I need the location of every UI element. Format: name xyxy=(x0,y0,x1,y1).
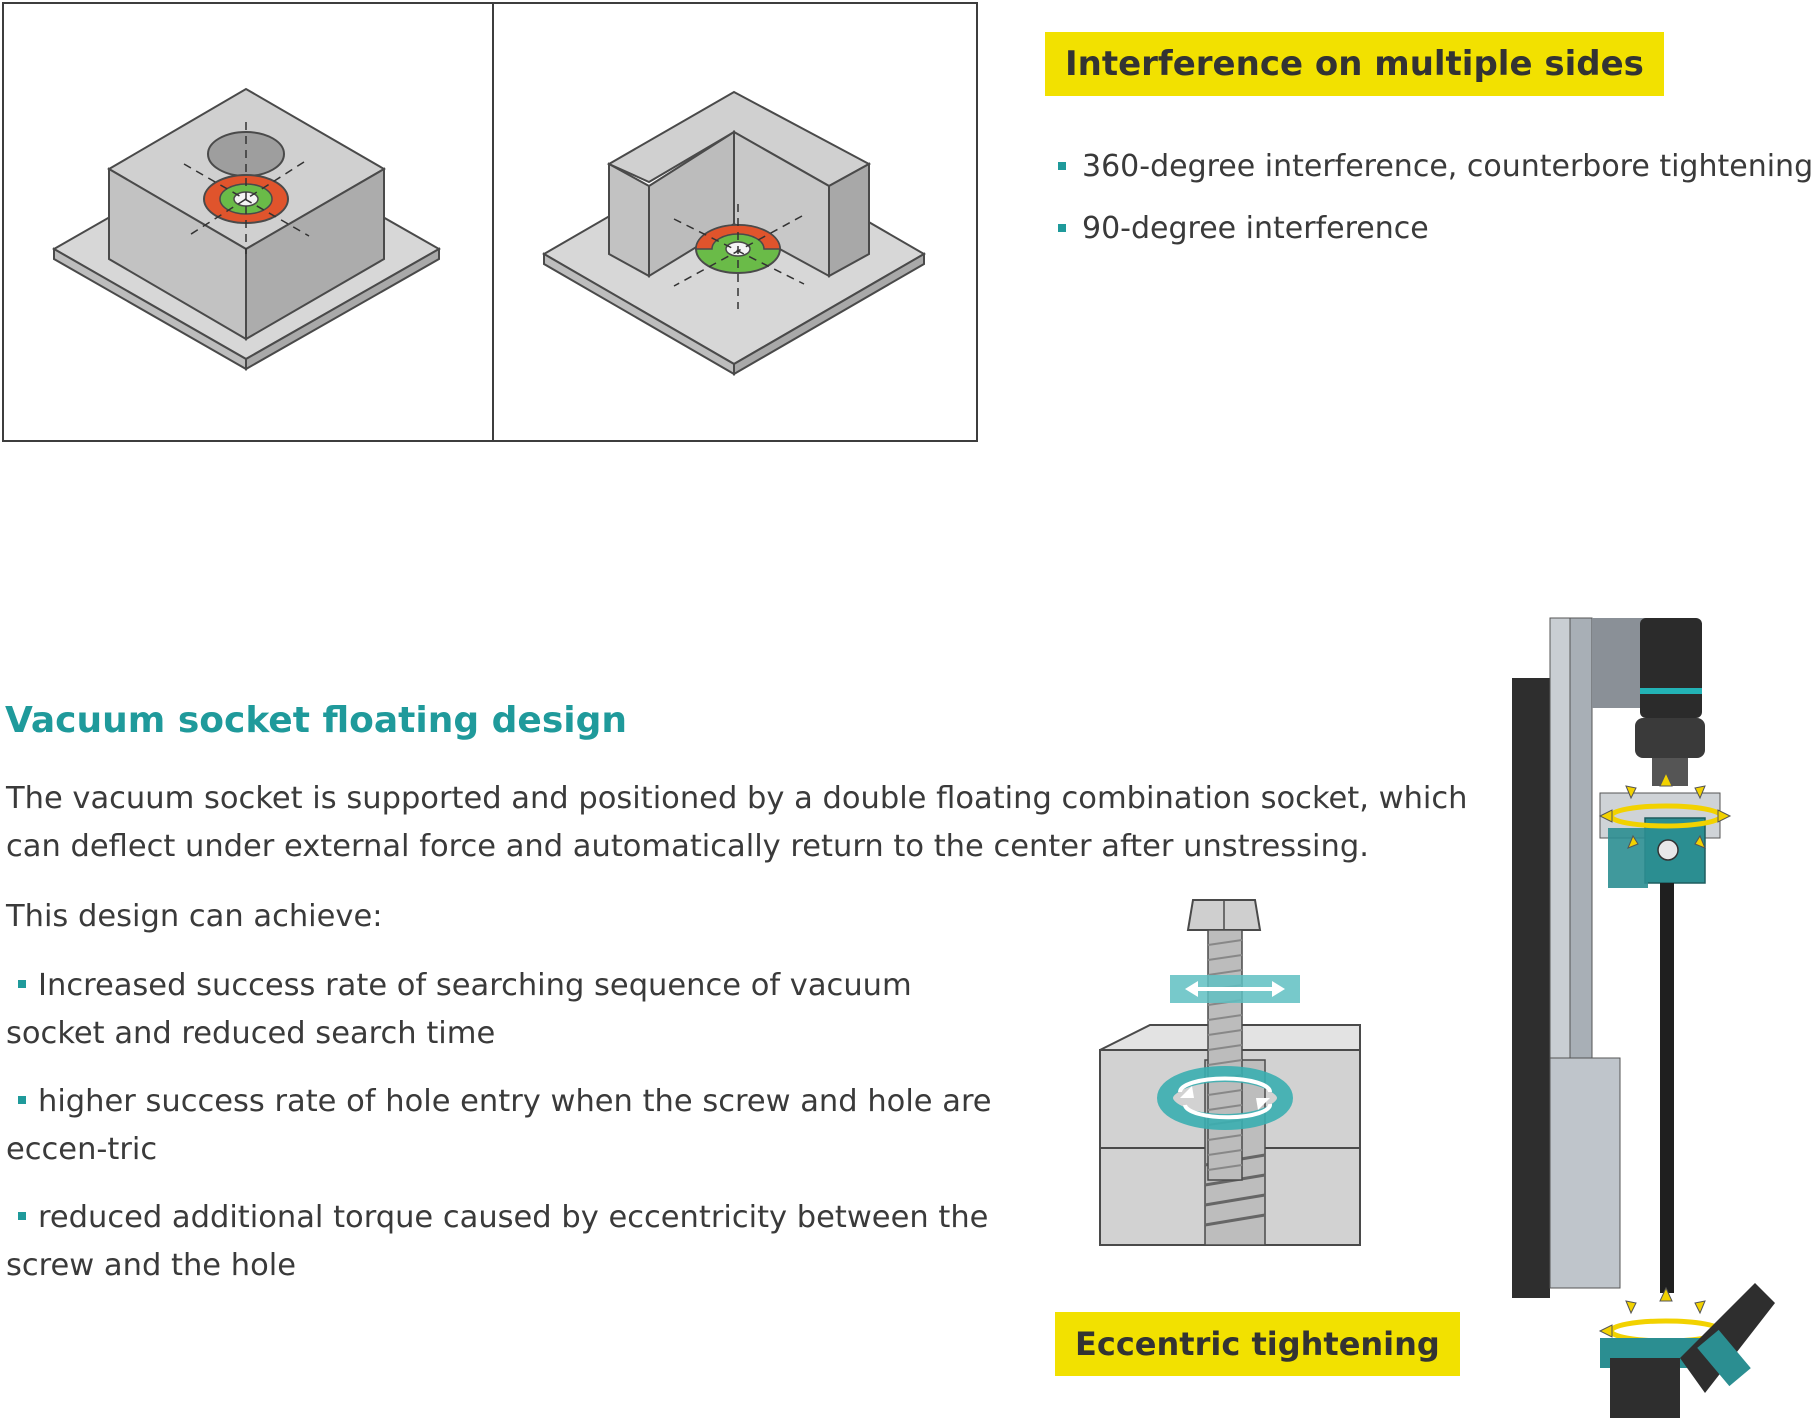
interference-heading: Interference on multiple sides xyxy=(1045,32,1664,96)
description-paragraph: The vacuum socket is supported and posit… xyxy=(6,781,1468,864)
counterbore-interference-diagram xyxy=(51,87,442,371)
list-item-text: Increased success rate of searching sequ… xyxy=(6,968,912,1051)
floating-socket-machine-diagram xyxy=(1512,617,1775,1418)
list-item-text: reduced additional torque caused by ecce… xyxy=(6,1200,989,1283)
corner-interference-diagram xyxy=(542,90,926,376)
eccentric-screw-diagram xyxy=(1099,899,1361,1246)
interference-list: 360-degree interference, counterbore tig… xyxy=(1058,136,1813,260)
list-item: 360-degree interference, counterbore tig… xyxy=(1058,136,1813,198)
panel-divider xyxy=(492,4,494,440)
list-item: higher success rate of hole entry when t… xyxy=(6,1078,1016,1174)
eccentric-tightening-label: Eccentric tightening xyxy=(1055,1312,1460,1376)
bullet-square-icon xyxy=(18,1095,26,1104)
list-item: Increased success rate of searching sequ… xyxy=(6,962,1016,1058)
benefit-list: Increased success rate of searching sequ… xyxy=(6,962,1016,1310)
list-item: reduced additional torque caused by ecce… xyxy=(6,1194,1016,1290)
interference-illustration-panel xyxy=(2,2,978,442)
bullet-square-icon xyxy=(18,979,26,988)
intro-text: This design can achieve: xyxy=(6,899,383,934)
section-title: Vacuum socket floating design xyxy=(5,700,628,741)
bullet-square-icon xyxy=(18,1211,26,1220)
list-item-text: higher success rate of hole entry when t… xyxy=(6,1084,992,1167)
list-item: 90-degree interference xyxy=(1058,198,1798,260)
